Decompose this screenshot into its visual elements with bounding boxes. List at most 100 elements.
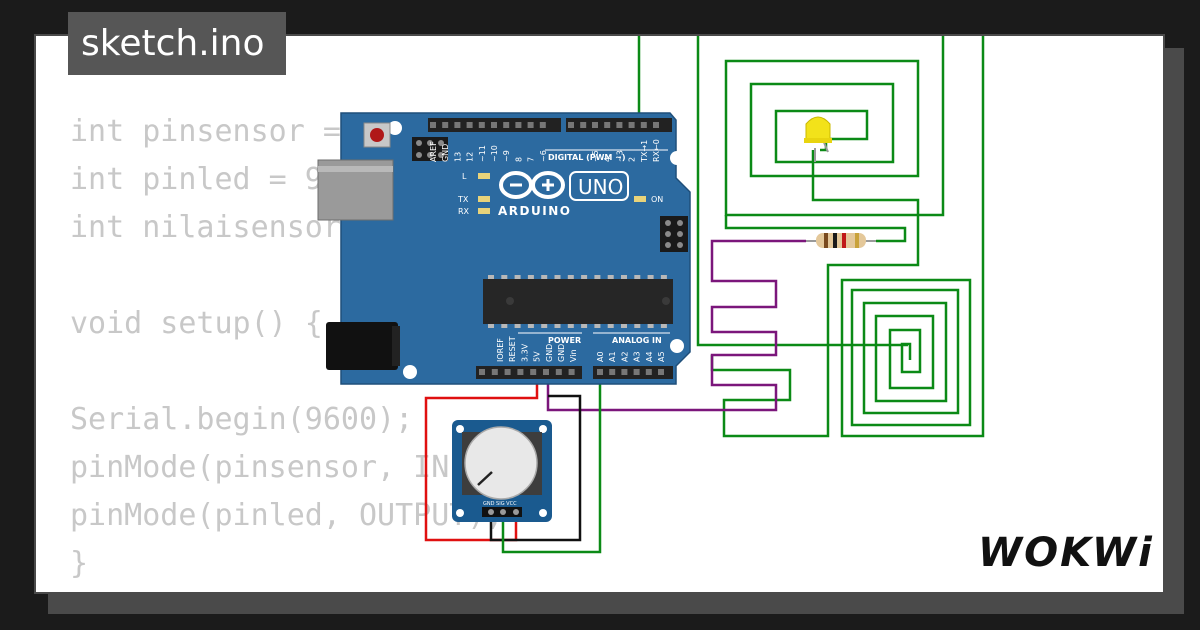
header-pin[interactable] [543,369,549,375]
header-pin[interactable] [653,122,659,128]
chip-pin [594,275,601,279]
brand-label: ARDUINO [498,204,571,218]
chip-pin [501,324,508,328]
led-wire-spiral[interactable] [696,36,985,438]
header-pin[interactable] [491,369,498,375]
chip-pin [554,275,561,279]
header-pin[interactable] [479,369,485,375]
wire-resistor-out[interactable] [724,215,907,243]
pin-label: 3.3V [520,343,529,362]
header-pin[interactable] [592,122,598,128]
chip-pin [621,275,627,279]
pin-label: 2 [628,157,637,162]
header-pin[interactable] [430,122,436,128]
file-tab[interactable]: sketch.ino [68,12,286,75]
wire-purple[interactable] [546,239,806,412]
analog-header-label: ANALOG IN [612,336,662,345]
mount-hole [539,425,547,433]
pin-label: ~9 [502,150,511,162]
header-pin[interactable] [478,122,485,128]
header-pin[interactable] [503,122,510,128]
icsp-right-header [660,216,688,252]
header-pin[interactable] [530,369,537,375]
header-pin[interactable] [539,122,546,128]
pin-label: RX←0 [652,139,661,162]
status-leds: L TX RX ON [457,172,663,216]
header-pin[interactable] [568,369,575,375]
pin-label: ~5 [591,150,600,162]
led-yellow[interactable] [804,116,832,162]
wire-black[interactable] [489,394,582,542]
header-pin[interactable] [645,369,652,375]
pin-label: 13 [453,152,462,162]
chip-pin [607,275,614,279]
arduino-logo: UNO ARDUINO [498,171,629,218]
power-jack [326,322,398,370]
header-pin[interactable] [604,122,611,128]
mount-hole [670,339,684,353]
pin-label: ~10 [490,145,499,162]
svg-text:ON: ON [651,195,663,204]
wire-red[interactable] [424,372,539,542]
chip-pin [514,275,521,279]
svg-text:L: L [462,172,467,181]
wire-analog-a0[interactable] [501,372,602,554]
chip-pin [488,324,494,328]
pin-label: Vin [569,349,578,362]
svg-text:TX: TX [457,195,469,204]
pin-label: 7 [527,157,536,162]
header-pin[interactable] [628,122,635,128]
header-pin[interactable] [517,369,524,375]
header-pin[interactable] [621,369,628,375]
pin-label: A0 [596,351,605,362]
header-pin[interactable] [555,369,562,375]
chip-pin [527,275,534,279]
pin-label: ~3 [615,150,624,162]
header-pin[interactable] [491,122,497,128]
chip-pin [514,324,521,328]
header-pin[interactable] [616,122,623,128]
mount-hole [456,425,464,433]
power-header-label: POWER [548,336,581,345]
code-line: void setup() { [70,306,323,341]
header-pin[interactable] [633,369,640,375]
pot-pin-labels: GND SIG VCC [483,501,517,507]
pin-label: A5 [657,351,666,362]
pin-label: 5V [533,351,542,362]
pin-label: ~6 [539,150,548,162]
header-pin[interactable] [504,369,511,375]
code-line: int pinled = 9; [70,162,341,197]
pin-label: RESET [508,336,517,362]
header-pin[interactable] [466,122,473,128]
chip-pin [594,324,601,328]
pin-label: 8 [514,157,523,162]
header-pin[interactable] [568,122,574,128]
chip-pin [634,324,641,328]
atmega-chip [483,279,673,324]
header-pin[interactable] [597,369,603,375]
chip-pin [660,275,667,279]
header-pin[interactable] [527,122,534,128]
mount-hole [403,365,417,379]
resistor[interactable] [806,233,876,248]
header-pin[interactable] [442,122,449,128]
header-pin[interactable] [640,122,647,128]
header-pin[interactable] [609,369,616,375]
header-pin[interactable] [515,122,522,128]
header-pin[interactable] [580,122,587,128]
header-pin[interactable] [454,122,461,128]
model-label: UNO [578,175,623,199]
pot-knob[interactable] [464,426,538,500]
pin-label: A2 [620,351,629,362]
header-pin[interactable] [658,369,664,375]
power-header [476,366,582,379]
chip-pin [567,324,574,328]
potentiometer[interactable]: GND SIG VCC [452,420,552,522]
pin-label: ~11 [478,145,487,162]
code-line: Serial.begin(9600); [70,402,414,437]
icsp-header [412,137,448,161]
pin-label: GND [545,344,554,362]
svg-text:RX: RX [458,207,470,216]
